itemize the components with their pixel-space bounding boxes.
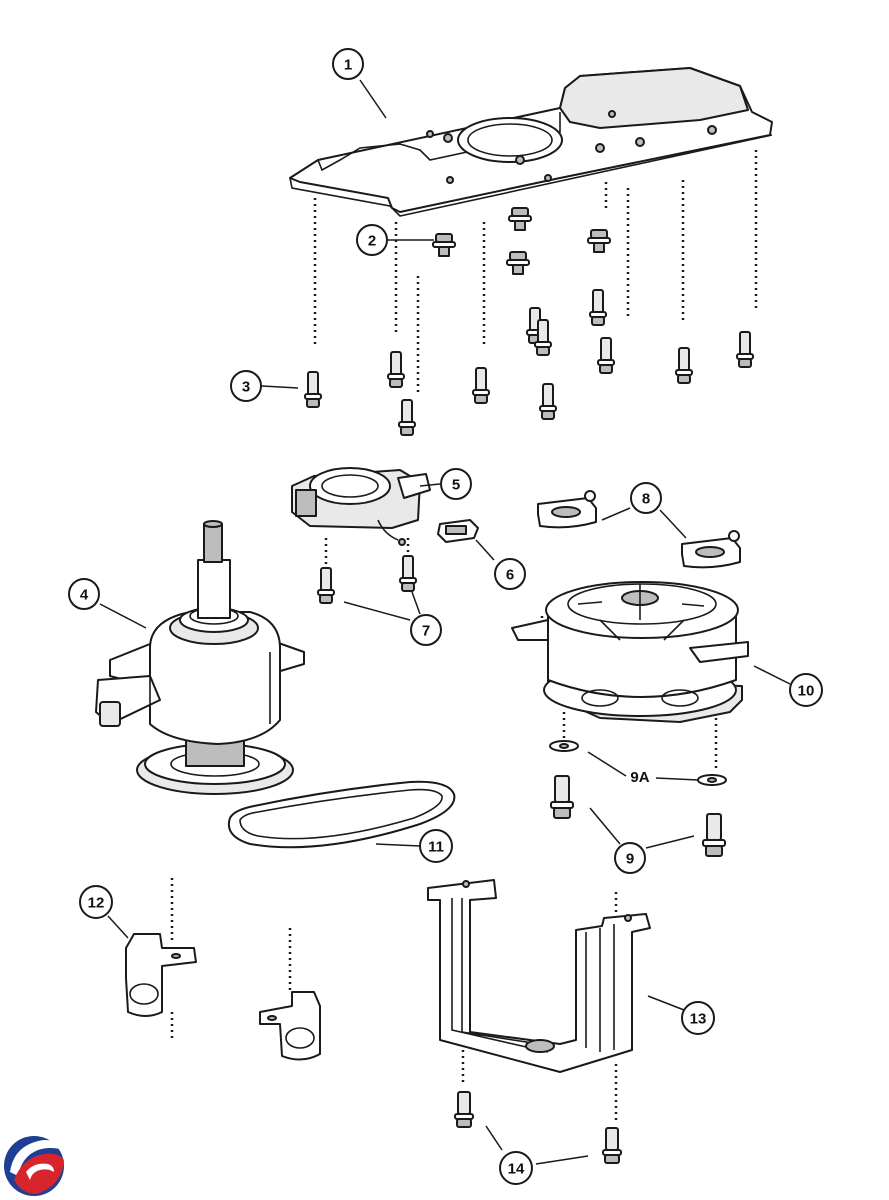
callout-1: 1 (332, 48, 364, 80)
screw-shank (537, 319, 549, 345)
screw-shank (402, 555, 414, 581)
brand-logo (4, 1136, 64, 1196)
transmission-assembly (95, 520, 305, 795)
drive-motor (511, 581, 749, 723)
callout-4: 4 (68, 578, 100, 610)
screw-shank (739, 331, 751, 357)
svg-text:3: 3 (242, 379, 250, 396)
long-screw (317, 567, 335, 604)
screw-head (474, 394, 488, 404)
svg-text:13: 13 (690, 1011, 707, 1028)
screw-head (677, 374, 691, 384)
bottom-screw (454, 1091, 474, 1128)
screw-head (591, 316, 605, 326)
long-screw (304, 371, 322, 408)
screw-shank (600, 337, 612, 363)
screw-head (306, 398, 320, 408)
callout-10: 10 (789, 673, 823, 707)
screw-head (389, 378, 403, 388)
screw-head (738, 358, 752, 368)
u-frame-support (427, 879, 651, 1073)
long-screw (472, 367, 490, 404)
long-screw (589, 289, 607, 326)
brackets (125, 933, 321, 1061)
callout-7: 7 (410, 614, 442, 646)
screw-shank (475, 367, 487, 393)
callout-9: 9 (614, 842, 646, 874)
cushion (537, 490, 597, 529)
long-screw (736, 331, 754, 368)
svg-text:2: 2 (368, 233, 376, 250)
callout-11: 11 (419, 829, 453, 863)
callout-13: 13 (681, 1001, 715, 1035)
svg-text:12: 12 (88, 895, 105, 912)
svg-text:14: 14 (508, 1161, 525, 1178)
drive-belt (228, 780, 456, 849)
screw-shank (390, 351, 402, 377)
screw-shank (592, 289, 604, 315)
callout-12: 12 (79, 885, 113, 919)
bottom-screws (454, 1091, 622, 1164)
long-screw (399, 555, 417, 592)
flange-bolt (432, 233, 456, 257)
screw-head (401, 582, 415, 592)
long-screw (398, 399, 416, 436)
cushion (681, 530, 741, 569)
svg-text:4: 4 (80, 587, 89, 604)
bracket (259, 991, 321, 1061)
svg-text:5: 5 (452, 477, 460, 494)
leader-lines (99, 79, 791, 1165)
wire-connector (437, 519, 479, 543)
bottom-screw (602, 1127, 622, 1164)
pump-motor (291, 467, 431, 546)
bracket (125, 933, 197, 1017)
callout-14: 14 (499, 1151, 533, 1185)
screw-shank (307, 371, 319, 397)
long-screw (675, 347, 693, 384)
svg-text:11: 11 (428, 839, 444, 856)
callout-5: 5 (440, 468, 472, 500)
motor-bolts (550, 775, 726, 857)
mounting-plate (289, 67, 773, 217)
flange-bolt (506, 251, 530, 275)
screw-head (400, 426, 414, 436)
flange-bolt (587, 229, 611, 253)
svg-text:7: 7 (422, 623, 430, 640)
callout-3: 3 (230, 370, 262, 402)
svg-text:1: 1 (344, 57, 352, 74)
long-screw (597, 337, 615, 374)
flange-bolt (508, 207, 532, 231)
screw-head (536, 346, 550, 356)
svg-text:6: 6 (506, 567, 514, 584)
motor-bolt (702, 813, 726, 857)
screw-head (599, 364, 613, 374)
long-screw (387, 351, 405, 388)
screw-shank (542, 383, 554, 409)
callout-8: 8 (630, 482, 662, 514)
screw-shank (320, 567, 332, 593)
callouts: 1 2 3 4 5 6 7 8 9 9A 10 11 12 13 14 (68, 48, 823, 1185)
long-screw (534, 319, 552, 356)
callout-9a: 9A (630, 769, 649, 786)
long-screw (539, 383, 557, 420)
svg-text:9A: 9A (630, 769, 649, 786)
alignment-lines (170, 150, 758, 1120)
screw-head (541, 410, 555, 420)
motor-bolt (550, 775, 574, 819)
flange-bolts (432, 207, 611, 275)
callout-2: 2 (356, 224, 388, 256)
screw-head (319, 594, 333, 604)
cushions (537, 490, 741, 569)
callout-6: 6 (494, 558, 526, 590)
svg-text:10: 10 (798, 683, 815, 700)
screw-shank (678, 347, 690, 373)
svg-text:9: 9 (626, 851, 634, 868)
svg-text:8: 8 (642, 491, 650, 508)
long-screws (304, 289, 754, 604)
screw-shank (401, 399, 413, 425)
